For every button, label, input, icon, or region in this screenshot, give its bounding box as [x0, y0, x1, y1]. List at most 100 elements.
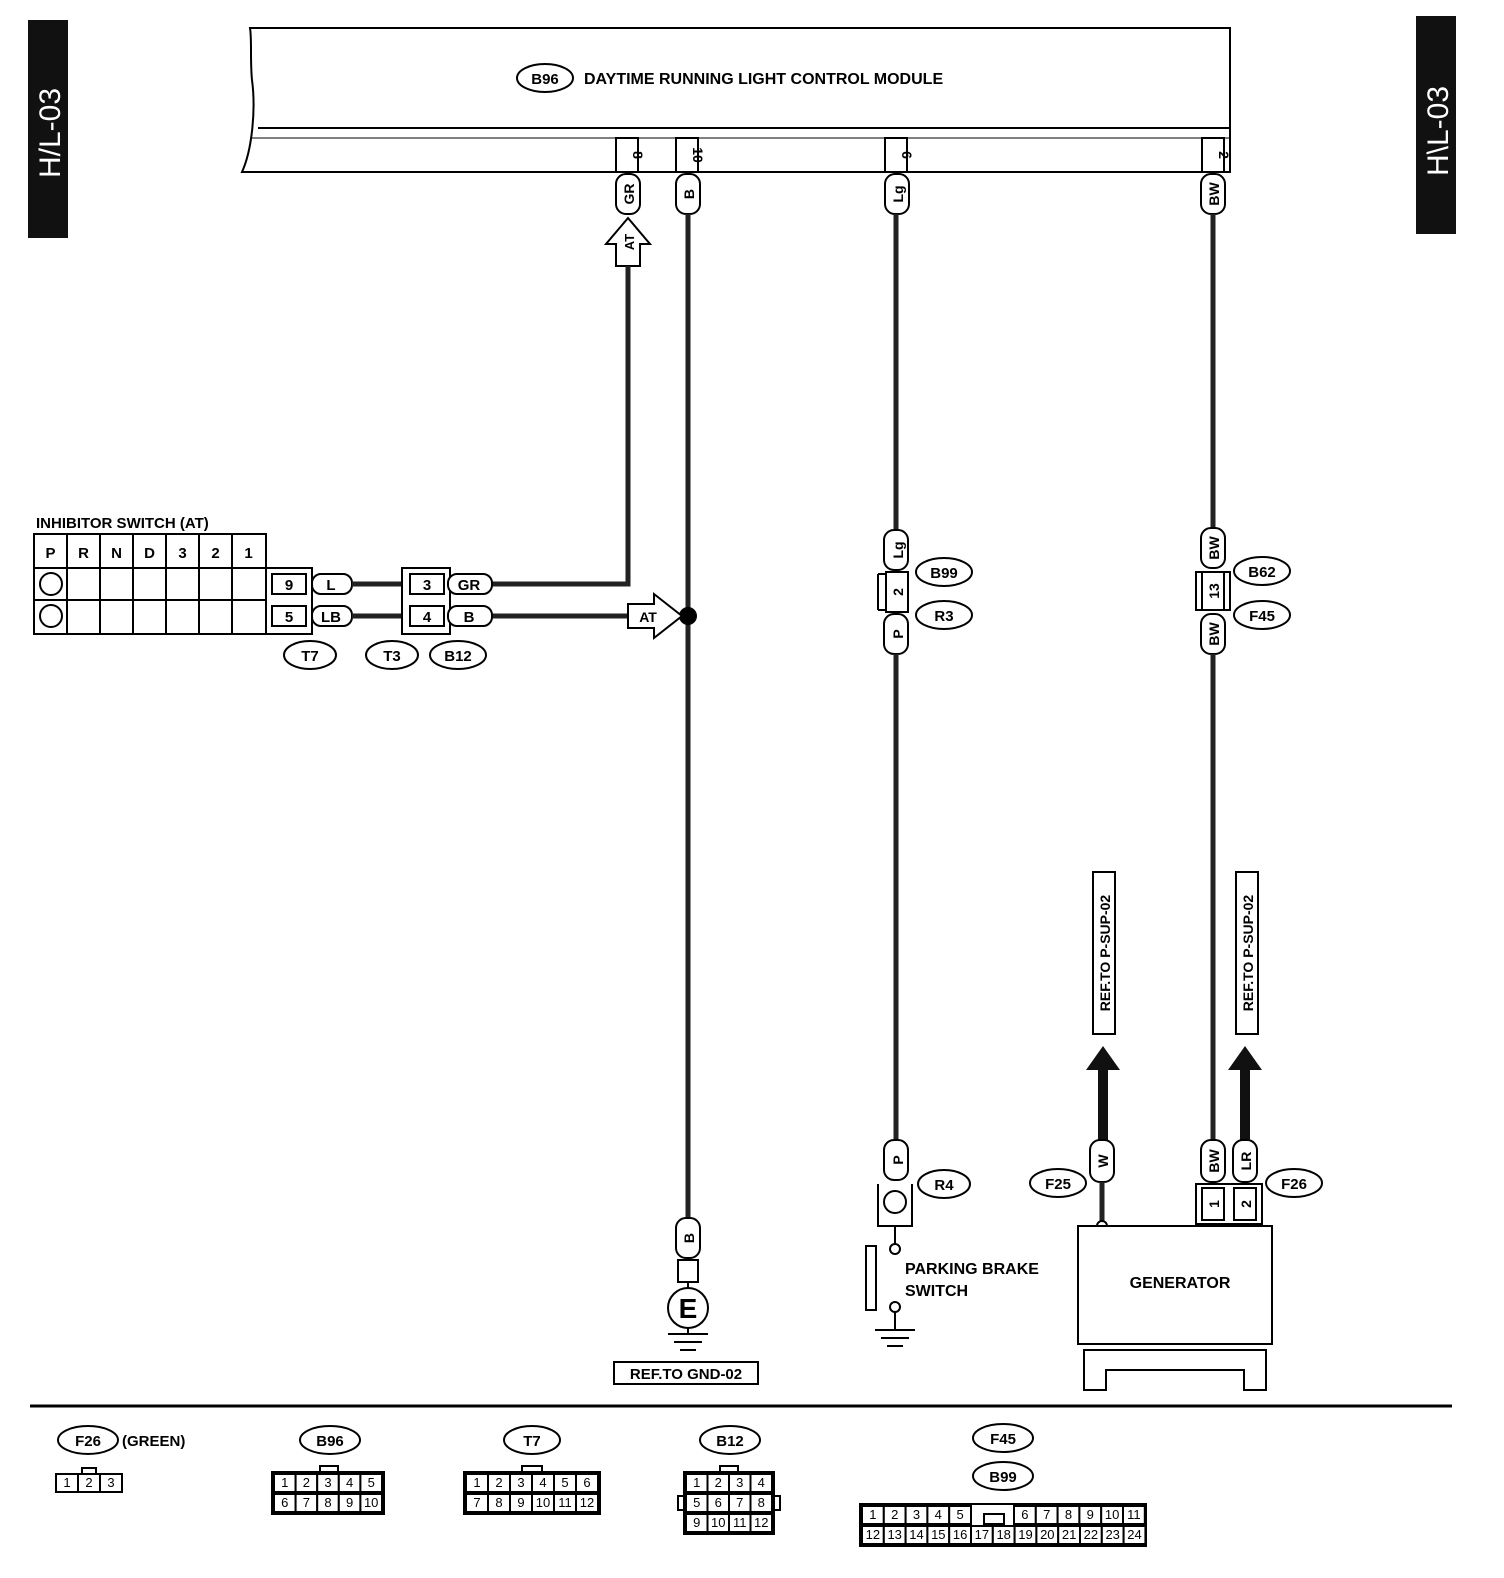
at-up-arrow: AT: [603, 216, 653, 267]
badge-f45: F45: [1249, 608, 1275, 625]
inhibitor-position: 3: [178, 545, 186, 562]
parking-brake-label-1: PARKING BRAKE: [905, 1261, 1039, 1278]
badge-b99: B99: [930, 565, 958, 582]
legend-t7-pin: 2: [495, 1475, 502, 1490]
ref-psup-2-text: REF.TO P-SUP-02: [1240, 895, 1256, 1012]
inhibitor-title: INHIBITOR SWITCH (AT): [36, 515, 209, 532]
legend-f45-pin: 22: [1084, 1527, 1098, 1542]
legend-b96-pin: 8: [324, 1495, 331, 1510]
legend-b12-pin: 4: [758, 1475, 765, 1490]
legend-b96-name: B96: [316, 1433, 344, 1450]
module-connector-badge: [516, 63, 574, 93]
module-pin-10: 10: [690, 147, 706, 163]
f26-pin-1: 1: [1206, 1200, 1222, 1208]
legend-f45-pin: 19: [1018, 1527, 1032, 1542]
legend-b12-pin: 3: [736, 1475, 743, 1490]
f26-pin-2: 2: [1238, 1200, 1254, 1208]
legend-f45-pin: 9: [1087, 1507, 1094, 1522]
module-pin-2: 2: [1216, 151, 1232, 159]
inhibitor-position: N: [111, 545, 122, 562]
legend-b96-pin: 7: [303, 1495, 310, 1510]
module-title: DAYTIME RUNNING LIGHT CONTROL MODULE: [584, 71, 943, 88]
legend-f45-pin: 11: [1127, 1507, 1141, 1522]
side-tag-left-text: H/L-03: [34, 88, 67, 178]
legend-f45-pin: 24: [1127, 1527, 1141, 1542]
t7-pin-9: 9: [285, 577, 293, 594]
at-right-arrow-label: AT: [639, 609, 657, 625]
side-tag-right: H\L-03: [1416, 16, 1456, 234]
legend-f45-pin: 20: [1040, 1527, 1054, 1542]
r4-wire-p: P: [890, 1155, 906, 1164]
ground-e: B E REF.TO GND-02: [613, 1217, 759, 1385]
b99-r3-junction: Lg 2 P B99 R3: [877, 529, 973, 655]
ref-psup-arrow-1: REF.TO P-SUP-02: [1086, 871, 1120, 1140]
b62-pin-13: 13: [1206, 583, 1222, 599]
legend-b12-pin: 6: [715, 1495, 722, 1510]
b12-pin-3: 3: [423, 577, 431, 594]
legend-t7-pin: 1: [473, 1475, 480, 1490]
legend-f45-pin: 1: [869, 1507, 876, 1522]
ref-psup-arrow-2: REF.TO P-SUP-02: [1228, 871, 1262, 1140]
legend-t7-pin: 3: [517, 1475, 524, 1490]
b62-f45-junction: BW 13 BW B62 F45: [1195, 527, 1291, 655]
legend-b96-pin: 6: [281, 1495, 288, 1510]
f26-wire-bw: BW: [1206, 1149, 1222, 1173]
legend-b12-pin: 1: [693, 1475, 700, 1490]
inhibitor-position: R: [78, 545, 89, 562]
side-tag-right-text: H\L-03: [1422, 86, 1455, 176]
legend-b96-pin: 3: [324, 1475, 331, 1490]
legend-f26-pin: 3: [107, 1475, 114, 1490]
legend-f26-name: F26: [75, 1433, 101, 1450]
generator-connectors: W F25 BW LR 1 2 F26: [1029, 1139, 1323, 1232]
wire-b-label: B: [681, 189, 697, 199]
generator: GENERATOR: [1077, 1225, 1273, 1391]
legend-b12-pin: 12: [754, 1515, 768, 1530]
legend-b96-pin: 9: [346, 1495, 353, 1510]
legend-f45-pin: 5: [956, 1507, 963, 1522]
legend-b96-pin: 10: [364, 1495, 378, 1510]
legend-b96-pin: 5: [368, 1475, 375, 1490]
legend-t7-pin: 5: [561, 1475, 568, 1490]
t7-wire-lb: LB: [321, 609, 341, 626]
r3-wire-p: P: [890, 629, 906, 638]
legend-f45-pin: 17: [975, 1527, 989, 1542]
legend-b12-pin: 10: [711, 1515, 725, 1530]
legend-t7-pin: 8: [495, 1495, 502, 1510]
ground-wire-label: B: [681, 1233, 697, 1243]
legend-f45-pin: 18: [996, 1527, 1010, 1542]
inhibitor-position: D: [144, 545, 155, 562]
legend-b12-name: B12: [716, 1433, 744, 1450]
legend-t7-pin: 4: [539, 1475, 546, 1490]
t7-connector: 9 5 L LB: [265, 567, 353, 635]
f26-wire-lr: LR: [1238, 1152, 1254, 1171]
module-connector-label: B96: [531, 71, 559, 88]
legend-b12-pin: 11: [733, 1515, 747, 1530]
legend-t7-pin: 10: [536, 1495, 550, 1510]
generator-label: GENERATOR: [1130, 1275, 1231, 1292]
legend-t7-pin: 6: [583, 1475, 590, 1490]
badge-f26: F26: [1281, 1176, 1307, 1193]
legend-t7-pin: 9: [517, 1495, 524, 1510]
control-module: B96 DAYTIME RUNNING LIGHT CONTROL MODULE…: [240, 27, 1232, 173]
wire-bw-label: BW: [1206, 182, 1222, 206]
badge-t7: T7: [301, 648, 319, 665]
legend-t7-pin: 7: [473, 1495, 480, 1510]
legend-b96-pin: 2: [303, 1475, 310, 1490]
legend-b12-pin: 5: [693, 1495, 700, 1510]
legend-f45-pin: 6: [1021, 1507, 1028, 1522]
f45-wire-bw: BW: [1206, 622, 1222, 646]
f25-wire-w: W: [1095, 1154, 1111, 1168]
ground-e-symbol: E: [679, 1293, 698, 1324]
badge-r4: R4: [934, 1177, 954, 1194]
parking-brake-switch: P R4 PARKING BRAKE SWITCH: [865, 1139, 1039, 1347]
legend-b12-pin: 8: [758, 1495, 765, 1510]
legend-b12-pin: 7: [736, 1495, 743, 1510]
legend-b99-name: B99: [989, 1469, 1017, 1486]
legend-f45-pin: 4: [935, 1507, 942, 1522]
module-pin-6: 6: [899, 151, 915, 159]
